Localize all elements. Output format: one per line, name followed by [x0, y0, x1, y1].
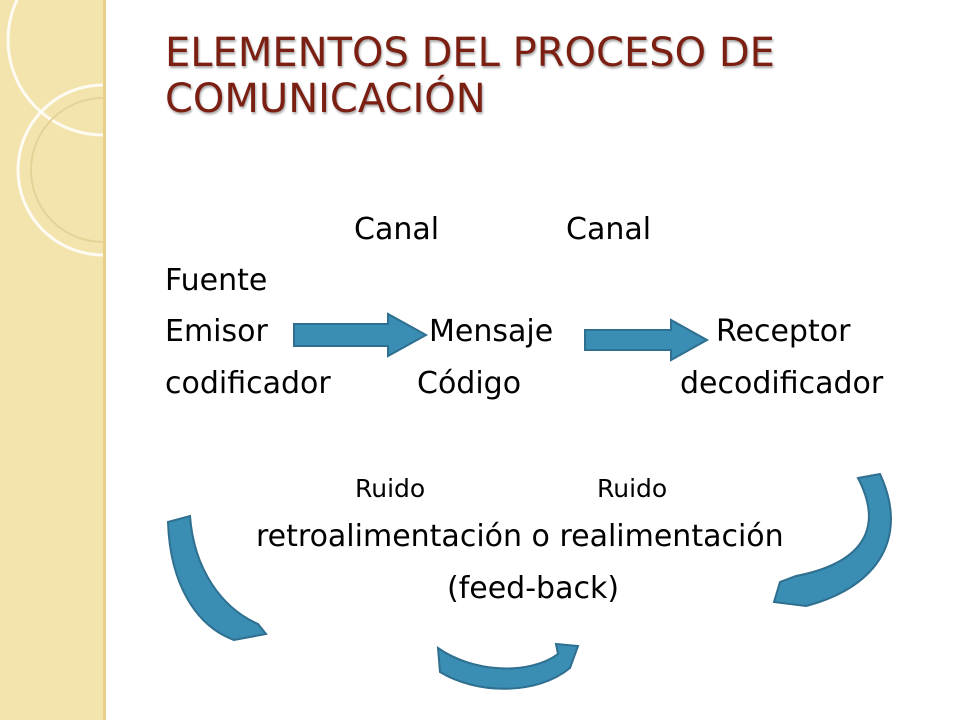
channel-left-label: Canal	[354, 212, 440, 247]
feedback-arrow-left	[166, 514, 268, 642]
decorative-circles	[6, 0, 103, 257]
channel-right-label: Canal	[566, 212, 652, 247]
receiver-label: Receptor	[716, 314, 851, 349]
arrow-sender-to-message	[293, 312, 429, 358]
message-label: Mensaje	[429, 314, 554, 349]
sidebar-border	[103, 0, 106, 720]
feedback-sublabel: (feed-back)	[447, 571, 620, 606]
feedback-label: retroalimentación o realimentación	[256, 519, 784, 554]
source-label: Fuente	[165, 263, 268, 298]
encoder-label: codificador	[165, 366, 331, 401]
feedback-arrow-right	[772, 472, 892, 608]
decoder-label: decodificador	[680, 366, 884, 401]
feedback-arrow-bottom	[436, 642, 580, 690]
sender-label: Emisor	[165, 314, 268, 349]
slide-title: ELEMENTOS DEL PROCESO DE COMUNICACIÓN	[165, 30, 775, 122]
arrow-message-to-receiver	[584, 318, 710, 362]
noise-right-label: Ruido	[597, 474, 668, 503]
decorative-sidebar	[0, 0, 103, 720]
code-label: Código	[417, 366, 522, 401]
noise-left-label: Ruido	[355, 474, 426, 503]
